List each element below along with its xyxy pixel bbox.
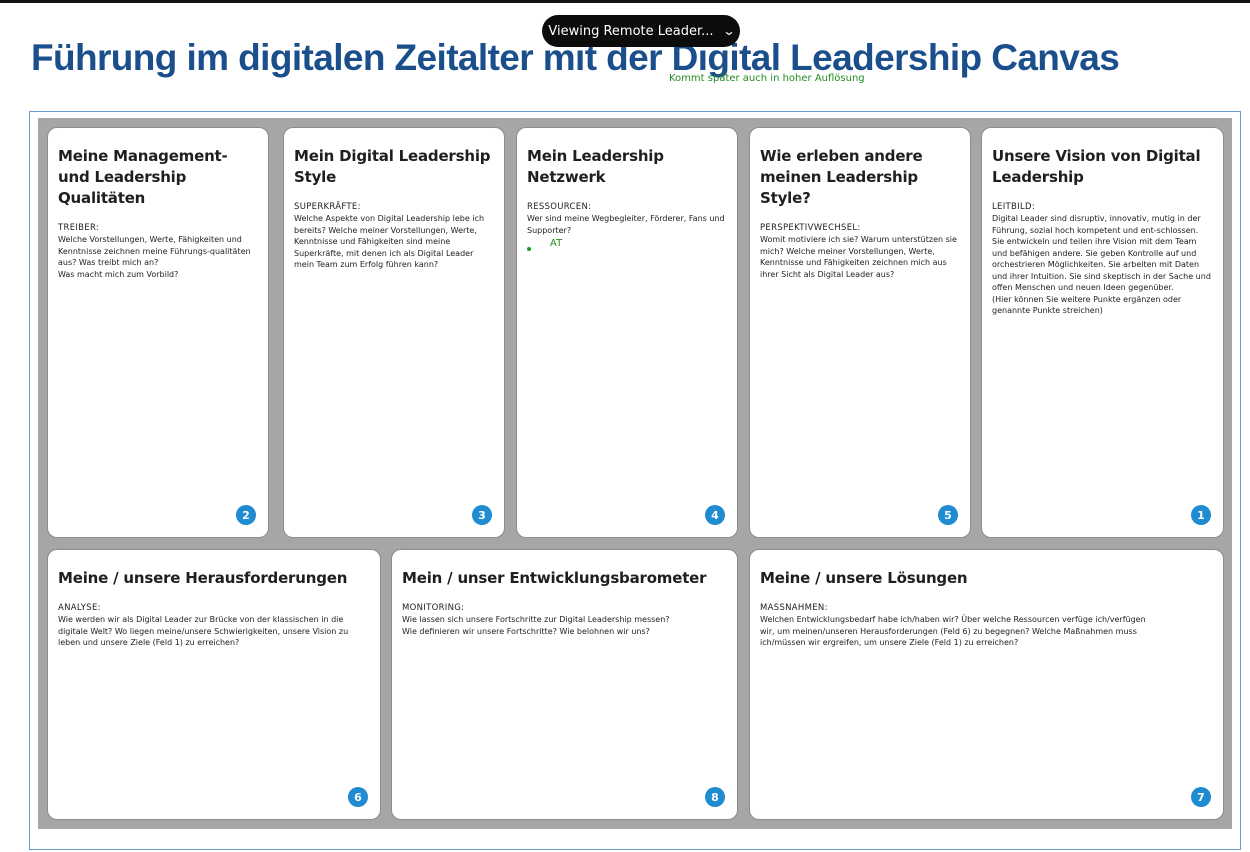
card-number-badge: 1 [1191,505,1211,525]
card-herausforderungen: Meine / unsere Herausforderungen ANALYSE… [47,549,381,820]
card-title: Meine / unsere Lösungen [760,569,968,587]
card-title: Mein / unser Entwicklungsbarometer [402,569,707,587]
card-number-badge: 7 [1191,787,1211,807]
card-text: Wer sind meine Wegbegleiter, Förderer, F… [527,214,725,235]
card-label: TREIBER: [58,223,100,233]
card-title: Unsere Vision von Digital Leadership [992,147,1201,186]
card-leadership-netzwerk: Mein Leadership Netzwerk RESSOURCEN: Wer… [516,127,738,538]
card-text: Welchen Entwicklungsbedarf habe ich/habe… [760,615,1146,647]
card-title: Wie erleben andere meinen Leadership Sty… [760,147,923,207]
card-leadership-style: Mein Digital Leadership Style SUPERKRÄFT… [283,127,505,538]
card-label: LEITBILD: [992,202,1035,212]
card-number-badge: 6 [348,787,368,807]
card-number-badge: 8 [705,787,725,807]
card-text: Womit motiviere ich sie? Warum unterstüt… [760,235,957,279]
card-loesungen: Meine / unsere Lösungen MASSNAHMEN: Welc… [749,549,1224,820]
card-number-badge: 5 [938,505,958,525]
card-number-badge: 2 [236,505,256,525]
card-title: Meine / unsere Herausforderungen [58,569,348,587]
card-text: Welche Vorstellungen, Werte, Fähigkeiten… [58,235,251,279]
annotation-label: AT [550,238,563,249]
chevron-down-icon: ⌄ [722,24,736,38]
card-number-badge: 4 [705,505,725,525]
card-text: Welche Aspekte von Digital Leadership le… [294,214,485,269]
digital-leadership-canvas: Meine Management- und Leadership Qualitä… [38,118,1232,829]
card-text: Digital Leader sind disruptiv, innovativ… [992,214,1211,315]
card-label: MASSNAHMEN: [760,603,828,613]
viewing-label: Viewing Remote Leader... [548,23,714,39]
card-perspektivwechsel: Wie erleben andere meinen Leadership Sty… [749,127,971,538]
card-label: ANALYSE: [58,603,101,613]
card-text: Wie werden wir als Digital Leader zur Br… [58,615,349,647]
viewing-remote-dropdown[interactable]: Viewing Remote Leader... ⌄ [542,15,740,47]
card-text: Wie lassen sich unsere Fortschritte zur … [402,615,670,636]
card-title: Mein Digital Leadership Style [294,147,491,186]
annotation-dot [527,247,531,251]
window-top-border [0,0,1250,3]
card-vision: Unsere Vision von Digital Leadership LEI… [981,127,1224,538]
card-label: RESSOURCEN: [527,202,592,212]
card-label: PERSPEKTIVWECHSEL: [760,223,861,233]
card-title: Mein Leadership Netzwerk [527,147,664,186]
card-title: Meine Management- und Leadership Qualitä… [58,147,228,207]
resolution-hint: Kommt später auch in hoher Auflösung [669,73,865,84]
card-number-badge: 3 [472,505,492,525]
card-entwicklungsbarometer: Mein / unser Entwicklungsbarometer MONIT… [391,549,738,820]
card-label: SUPERKRÄFTE: [294,202,361,212]
card-label: MONITORING: [402,603,465,613]
card-management-qualitaeten: Meine Management- und Leadership Qualitä… [47,127,269,538]
